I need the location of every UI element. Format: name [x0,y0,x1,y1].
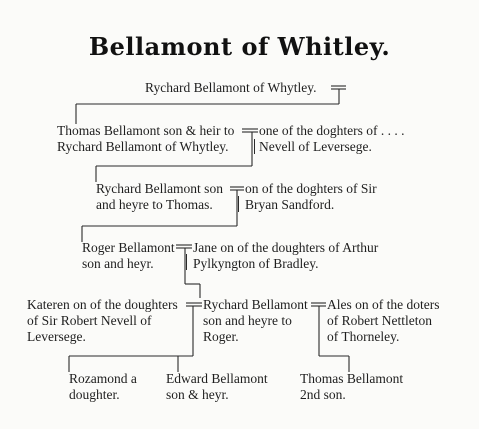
spouse-sandford-line-1: on of the doghters of Sir [245,181,377,196]
spouse-divider-4 [186,254,187,270]
person-thomas-bellamont-ii-line-1: Thomas Bellamont [300,371,404,386]
person-thomas-bellamont-ii-line-2: 2nd son. [300,387,346,402]
spouse-ales-line-2: of Robert Nettleton [327,313,432,328]
person-thomas-bellamont-line-1: Thomas Bellamont son & heir to [57,123,235,138]
spouse-jane-line-2: Pylkyngton of Bradley. [193,256,319,271]
person-richard-bellamont-i: Rychard Bellamont of Whytley. [145,80,317,95]
person-roger-bellamont-line-2: son and heyr. [82,256,154,271]
person-rozamond-line-1: Rozamond a [69,371,137,386]
person-richard-bellamont-iii-line-1: Rychard Bellamont [203,297,308,312]
spouse-nevell-line-2: Nevell of Leversege. [259,139,372,154]
person-edward-bellamont-line-1: Edward Bellamont [166,371,268,386]
spouse-divider-3 [238,196,239,212]
spouse-nevell-line-1: one of the doghters of . . . . [259,123,405,138]
person-edward-bellamont-line-2: son & heyr. [166,387,229,402]
person-roger-bellamont-line-1: Roger Bellamont [82,240,175,255]
person-richard-bellamont-ii-line-2: and heyre to Thomas. [96,197,213,212]
person-richard-bellamont-iii-line-3: Roger. [203,329,239,344]
spouse-jane-line-1: Jane on of the doughters of Arthur [193,240,379,255]
spouse-kateren-line-3: Leversege. [27,329,86,344]
spouse-ales-line-3: of Thorneley. [327,329,400,344]
spouse-kateren-line-1: Kateren on of the doughters [27,297,178,312]
spouse-ales-line-1: Ales on of the doters [327,297,440,312]
spouse-sandford-line-2: Bryan Sandford. [245,197,335,212]
spouse-kateren-line-2: of Sir Robert Nevell of [27,313,152,328]
person-rozamond-line-2: doughter. [69,387,120,402]
person-thomas-bellamont-line-2: Rychard Bellamont of Whytley. [57,139,229,154]
page-title: Bellamont of Whitley. [88,32,391,61]
person-richard-bellamont-iii-line-2: son and heyre to [203,313,292,328]
person-richard-bellamont-ii-line-1: Rychard Bellamont son [96,181,223,196]
spouse-divider-2 [254,139,255,154]
